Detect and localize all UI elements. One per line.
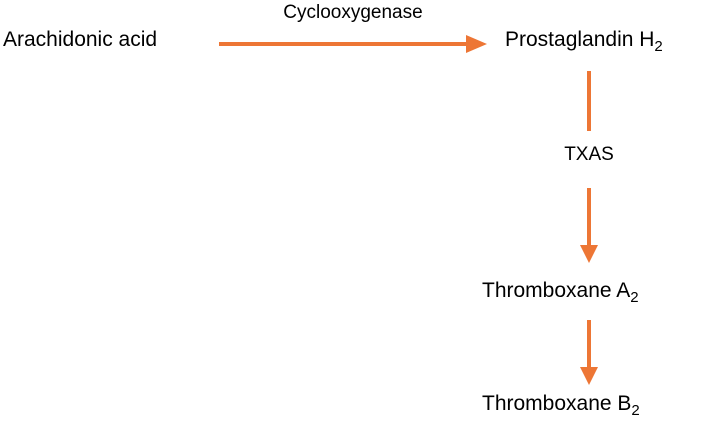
node-label-subscript: 2	[630, 289, 639, 306]
arrow-shaft	[587, 188, 591, 245]
node-thromboxane-b2: Thromboxane B2	[482, 392, 640, 419]
node-label: Thromboxane B	[482, 392, 632, 415]
arrowhead-right-icon	[466, 35, 487, 53]
node-prostaglandin-h2: Prostaglandin H2	[505, 28, 663, 55]
node-thromboxane-a2: Thromboxane A2	[482, 279, 639, 306]
arrow-shaft	[587, 71, 591, 131]
arrowhead-down-icon	[580, 245, 598, 263]
node-label-subscript: 2	[654, 38, 663, 55]
node-label: Prostaglandin H	[505, 28, 655, 51]
arrow-shaft	[219, 42, 467, 46]
arrowhead-down-icon	[580, 367, 598, 385]
node-label: Thromboxane A	[482, 279, 631, 302]
node-label-subscript: 2	[631, 402, 640, 419]
enzyme-label-txas: TXAS	[564, 144, 614, 165]
arrow-shaft	[587, 320, 591, 367]
enzyme-label-cyclooxygenase: Cyclooxygenase	[283, 2, 423, 23]
node-arachidonic-acid: Arachidonic acid	[3, 28, 158, 51]
